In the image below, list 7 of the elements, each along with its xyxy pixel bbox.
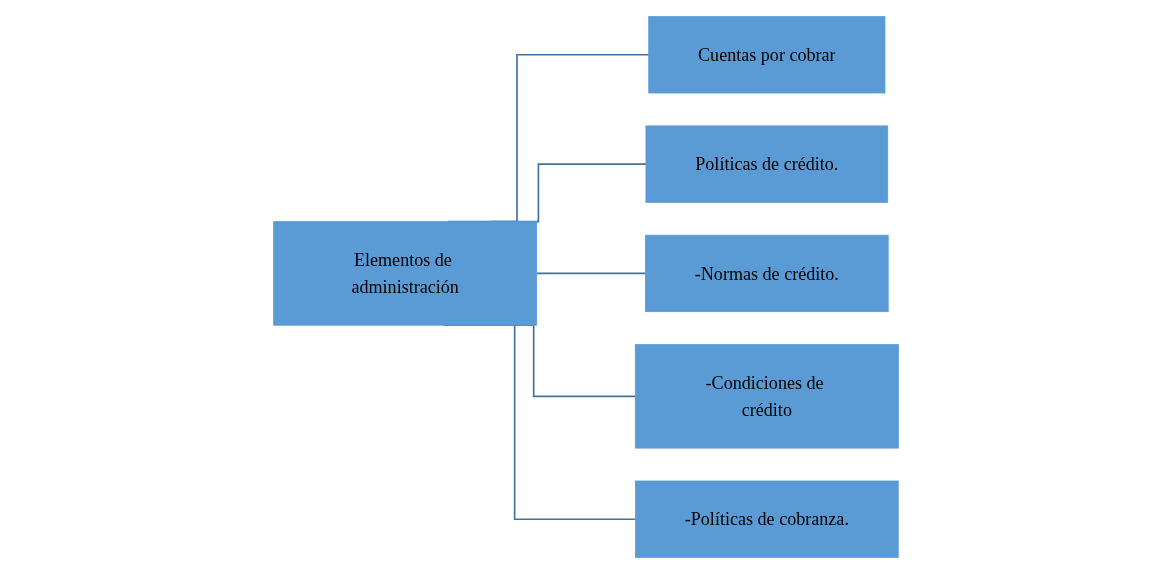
node-box: Cuentas por cobrar [647,16,885,94]
node-box: Elementos de administración [272,221,537,326]
node-box: -Condiciones de crédito [634,344,899,449]
connector [535,272,646,275]
node-box: -Normas de crédito. [644,234,889,313]
node-box: Políticas de crédito. [645,125,888,203]
node-box: -Políticas de cobranza. [634,480,899,558]
